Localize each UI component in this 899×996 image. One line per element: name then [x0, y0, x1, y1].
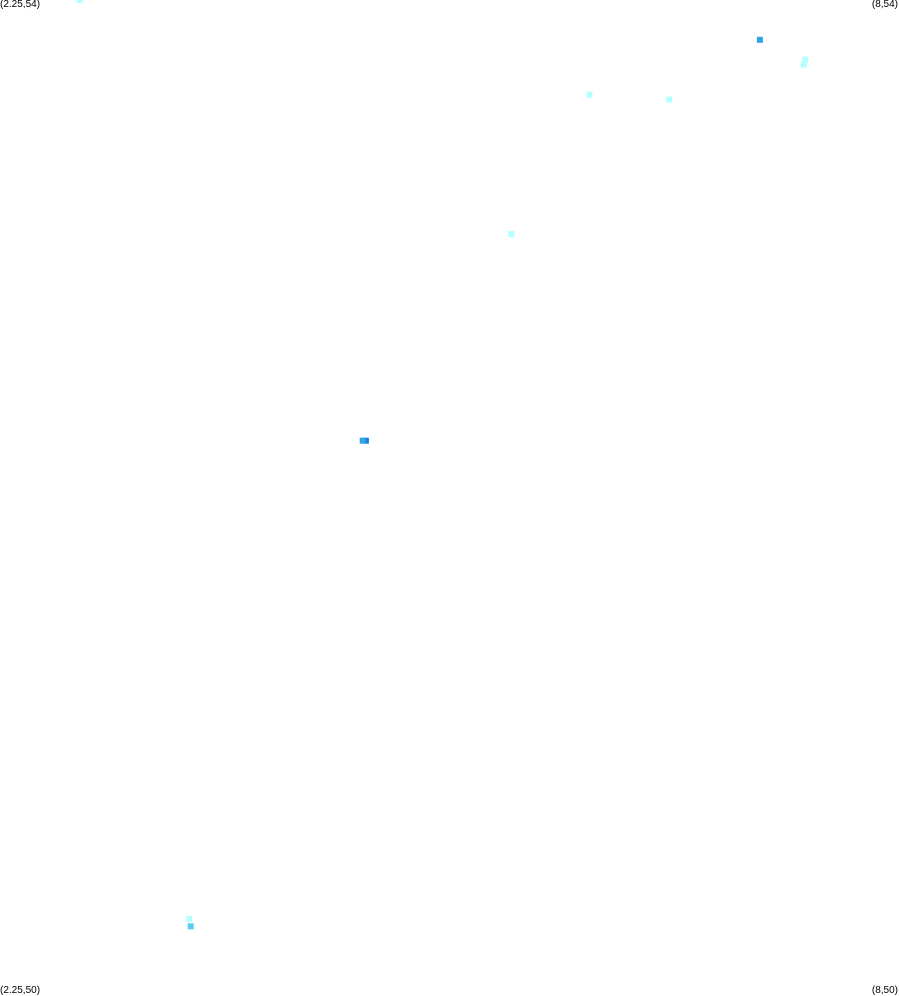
map-marker-11[interactable]: [187, 923, 194, 930]
map-marker-4[interactable]: [800, 61, 807, 68]
map-marker-1[interactable]: [76, 0, 83, 3]
map-marker-7[interactable]: [508, 231, 515, 238]
corner-label-top-right: (8,54): [871, 0, 898, 10]
map-marker-9[interactable]: [359, 437, 366, 444]
corner-label-top-left: (2.25,54): [0, 0, 41, 10]
map-marker-3[interactable]: [802, 56, 809, 63]
map-marker-6[interactable]: [666, 96, 673, 103]
map-marker-10[interactable]: [186, 915, 193, 922]
map-marker-2[interactable]: [756, 36, 763, 43]
marker-layer: [76, 0, 809, 930]
corner-label-bottom-right: (8,50): [871, 985, 898, 996]
map-marker-8[interactable]: [362, 437, 369, 444]
map-marker-5[interactable]: [586, 91, 593, 98]
corner-label-bottom-left: (2.25,50): [0, 985, 41, 996]
